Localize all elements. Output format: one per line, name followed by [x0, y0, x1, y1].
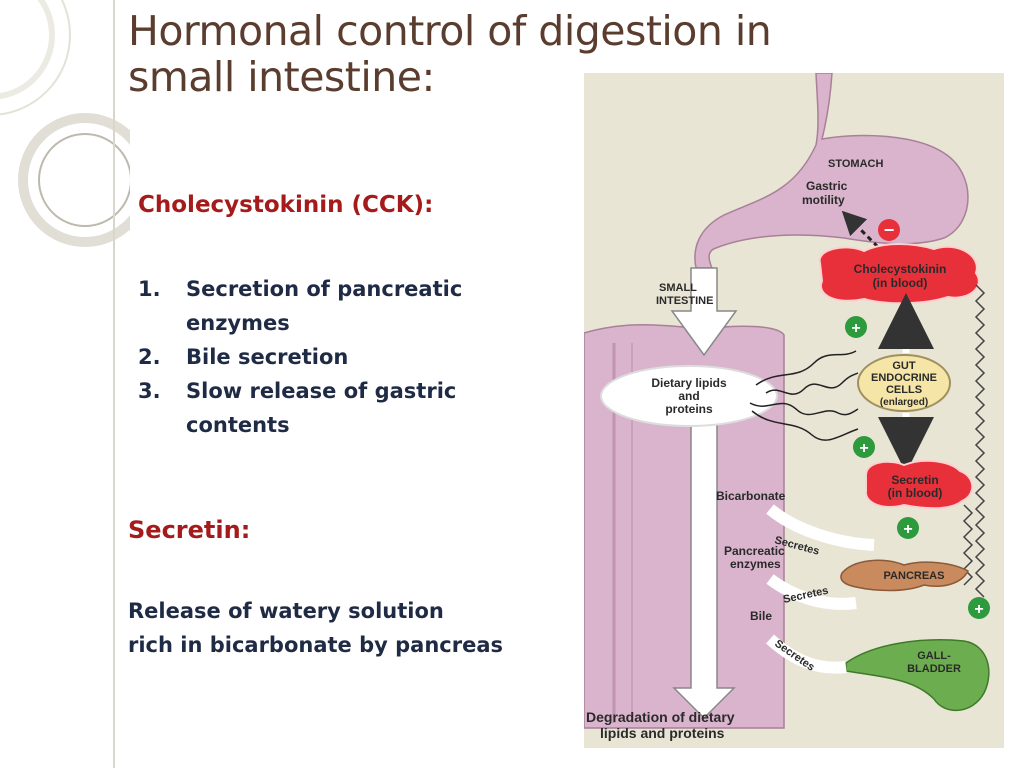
cck-blob-label-2: (in blood)	[873, 276, 928, 290]
decorative-rings	[0, 0, 130, 247]
list-text: Bile secretion	[186, 345, 349, 369]
secretin-blob-label-1: Secretin	[891, 473, 938, 487]
list-number: 3.	[138, 379, 161, 403]
plus-symbol: +	[859, 440, 868, 457]
bile-secretion-arrow	[765, 634, 847, 674]
slide-title: Hormonal control of digestion in small i…	[128, 8, 888, 100]
digestion-hormone-diagram: Dietary lipids and proteins STOMACH Gast…	[584, 73, 1004, 748]
gallbladder-label-2: BLADDER	[907, 663, 961, 675]
pancreatic-enzymes-label-2: enzymes	[730, 557, 781, 571]
secretin-text-line-2: rich in bicarbonate by pancreas	[128, 633, 504, 657]
list-item: 1. Secretion of pancreatic enzymes	[138, 272, 538, 340]
title-line-1: Hormonal control of digestion in	[128, 7, 772, 55]
gastric-label-2: motility	[802, 193, 845, 207]
plus-sign	[897, 517, 919, 539]
list-number: 2.	[138, 345, 161, 369]
bicarbonate-secretion-arrow	[766, 504, 875, 551]
dietary-lipids-ellipse	[600, 365, 778, 427]
degradation-label-2: lipids and proteins	[600, 725, 725, 741]
pancreas-label: PANCREAS	[884, 570, 945, 582]
secretin-text-line-1: Release of watery solution	[128, 599, 444, 623]
slide-divider-line	[113, 0, 115, 768]
digestion-flow-arrow	[670, 267, 738, 357]
small-intestine-label-2: INTESTINE	[656, 295, 713, 307]
secretin-heading: Secretin:	[128, 516, 251, 544]
list-item: 3. Slow release of gastric contents	[138, 374, 538, 442]
dietary-label-1: Dietary lipids	[651, 376, 727, 390]
blood-zigzag-line	[974, 284, 986, 598]
stimulus-wavy-line	[749, 402, 859, 416]
list-number: 1.	[138, 277, 161, 301]
plus-sign	[968, 597, 990, 619]
list-item: 2. Bile secretion	[138, 340, 538, 374]
title-line-2: small intestine:	[128, 53, 435, 101]
minus-symbol: −	[884, 220, 895, 240]
secretin-blob-label-2: (in blood)	[888, 486, 943, 500]
pancreas-shape	[840, 559, 969, 592]
stomach-label: STOMACH	[828, 158, 883, 170]
stomach-shape	[694, 73, 969, 269]
cck-blood-blob	[818, 243, 980, 305]
gastric-label-1: Gastric	[806, 179, 848, 193]
gut-label-4: (enlarged)	[880, 397, 928, 408]
secretin-blood-blob	[864, 459, 974, 510]
pancreatic-enzymes-label-1: Pancreatic	[724, 544, 785, 558]
cck-effects-list: 1. Secretion of pancreatic enzymes 2. Bi…	[138, 272, 538, 442]
gut-endocrine-cells	[857, 354, 951, 412]
stimulus-wavy-line	[755, 350, 857, 386]
gut-label-3: CELLS	[886, 384, 922, 396]
dietary-label-3: proteins	[665, 402, 713, 416]
stimulus-wavy-line	[751, 410, 859, 441]
plus-symbol: +	[851, 320, 860, 337]
bicarbonate-label: Bicarbonate	[716, 489, 786, 503]
list-text: Secretion of pancreatic enzymes	[186, 277, 463, 335]
bile-label: Bile	[750, 609, 772, 623]
gallbladder-shape	[845, 639, 990, 712]
plus-symbol: +	[974, 601, 983, 618]
plus-sign	[853, 436, 875, 458]
cck-heading: Cholecystokinin (CCK):	[138, 192, 434, 218]
gut-label-2: ENDOCRINE	[871, 372, 937, 384]
dietary-label-2: and	[678, 389, 699, 403]
degradation-label-1: Degradation of dietary	[586, 709, 735, 725]
plus-sign	[845, 316, 867, 338]
stimulus-wavy-line	[765, 372, 859, 395]
enzyme-secretion-arrow	[766, 574, 857, 610]
small-intestine-label-1: SMALL	[659, 282, 697, 294]
plus-symbol: +	[903, 521, 912, 538]
cck-blob-label-1: Cholecystokinin	[854, 262, 947, 276]
gallbladder-label-1: GALL-	[917, 650, 951, 662]
secretin-description: Release of watery solution rich in bicar…	[128, 594, 568, 662]
list-text: Slow release of gastric contents	[186, 379, 457, 437]
minus-sign	[878, 219, 900, 241]
gut-label-1: GUT	[892, 360, 916, 372]
